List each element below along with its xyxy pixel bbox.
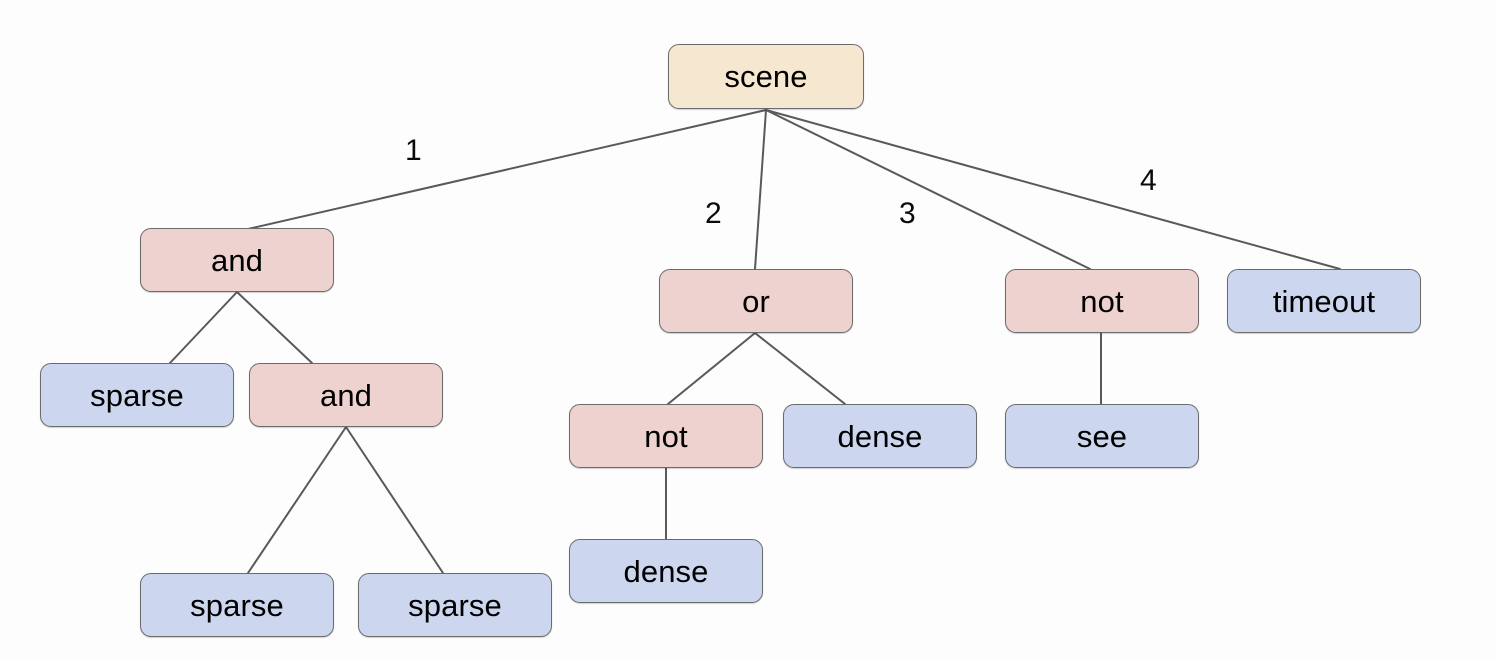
edge-or1-to-not2 [667,332,756,405]
tree-node-dense1[interactable]: dense [783,404,977,468]
tree-node-label: scene [724,59,808,94]
tree-node-sparse2[interactable]: sparse [140,573,334,637]
edge-scene-to-not1 [765,109,1091,270]
edge-label-l2: 2 [705,197,722,230]
tree-node-not1[interactable]: not [1005,269,1199,333]
tree-node-timeout1[interactable]: timeout [1227,269,1421,333]
edge-or1-to-dense1 [754,332,846,405]
tree-node-label: sparse [408,587,502,623]
tree-node-label: sparse [190,587,284,623]
edge-label-l4: 4 [1140,164,1157,197]
tree-node-label: or [742,283,770,319]
tree-node-not2[interactable]: not [569,404,763,468]
edge-and1-to-sparse1 [169,291,238,364]
tree-node-scene[interactable]: scene [668,44,864,109]
tree-node-or1[interactable]: or [659,269,853,333]
edge-and2-to-sparse3 [345,426,444,574]
tree-node-label: timeout [1272,283,1376,319]
tree-node-label: and [319,377,373,413]
tree-node-and2[interactable]: and [249,363,443,427]
edge-scene-to-and1 [247,109,767,230]
edge-label-l1: 1 [405,134,422,167]
edge-scene-to-timeout1 [765,109,1341,270]
edge-label-l3: 3 [899,197,916,230]
tree-node-sparse1[interactable]: sparse [40,363,234,427]
edge-and1-to-and2 [236,291,313,364]
tree-node-and1[interactable]: and [140,228,334,292]
edge-and2-to-sparse2 [247,426,347,574]
edge-scene-to-or1 [754,109,767,270]
tree-node-label: not [1080,283,1124,319]
tree-node-label: dense [623,553,709,589]
tree-node-label: sparse [90,377,184,413]
tree-node-label: and [210,242,264,278]
tree-node-dense2[interactable]: dense [569,539,763,603]
tree-node-label: not [644,418,688,454]
tree-node-see1[interactable]: see [1005,404,1199,468]
tree-node-label: dense [837,418,923,454]
tree-node-sparse3[interactable]: sparse [358,573,552,637]
tree-node-label: see [1076,418,1128,454]
